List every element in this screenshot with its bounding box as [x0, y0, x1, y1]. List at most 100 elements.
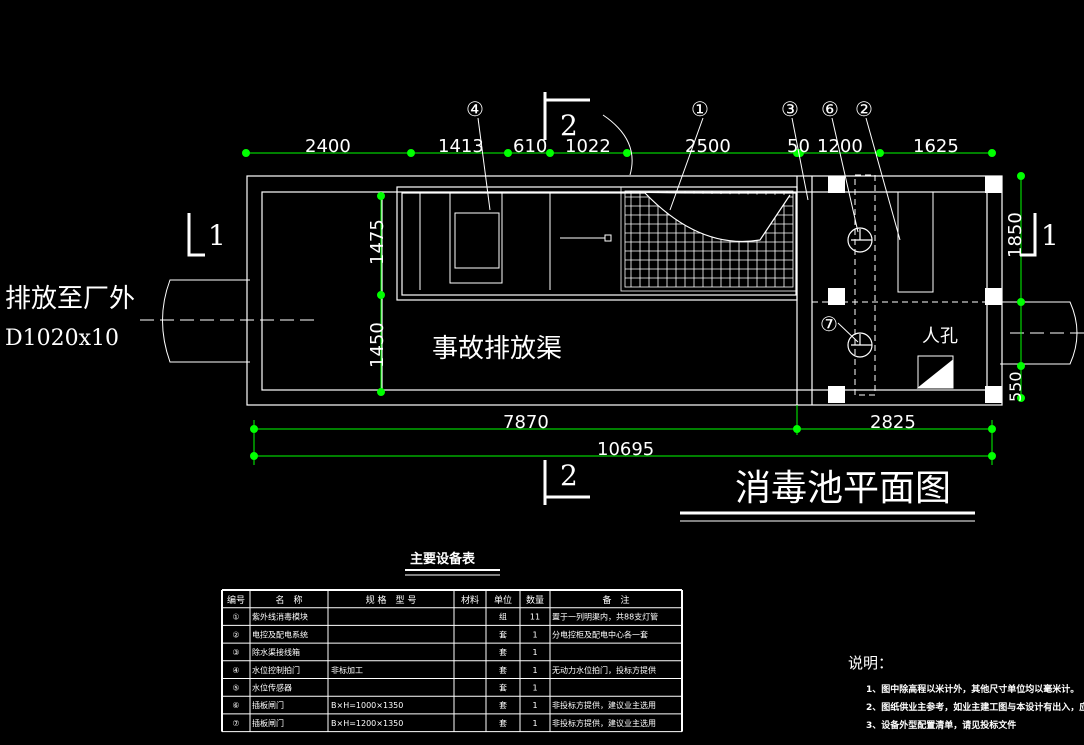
table-cell: ① [232, 613, 239, 622]
dim-bottom-0: 7870 [503, 412, 549, 433]
table-cell: 插板闸门 [252, 718, 284, 728]
dimension-dot [1017, 394, 1025, 402]
dim-top-1: 1413 [438, 136, 484, 157]
left-pipe [140, 279, 320, 363]
room-pillars [828, 176, 1002, 403]
table-cell: 11 [530, 613, 540, 622]
table-cell: 1 [532, 684, 537, 693]
dim-top-4: 2500 [685, 136, 731, 157]
dim-right-1: 550 [1006, 371, 1025, 402]
dimension-dot [407, 149, 415, 157]
table-header-cell: 材料 [461, 594, 479, 606]
table-title: 主要设备表 [410, 551, 476, 567]
table-header-cell: 数量 [526, 594, 544, 606]
table-header-cell: 单位 [494, 594, 512, 606]
dim-top-0: 2400 [305, 136, 351, 157]
dimension-dot [988, 149, 996, 157]
dim-top-6: 1200 [817, 136, 863, 157]
control-room [812, 174, 985, 396]
dim-bottom-1: 2825 [870, 412, 916, 433]
uv-module [620, 186, 798, 292]
pillar [985, 288, 1002, 305]
dimension-dot [242, 149, 250, 157]
section-2-bottom: 2 [560, 459, 578, 492]
table-cell: 分电控柜及配电中心各一套 [552, 629, 648, 639]
table-cell: 1 [532, 719, 537, 728]
title-underline [680, 511, 975, 522]
dim-left-0: 1475 [367, 219, 388, 265]
table-cell: 套 [499, 700, 507, 710]
drawing-title: 消毒池平面图 [735, 468, 951, 509]
dimension-dot [876, 149, 884, 157]
valve-7-icon [847, 332, 873, 358]
table-cell: 非投标方提供，建议业主选用 [552, 718, 656, 728]
section-markers [187, 92, 1037, 505]
basin-walls [246, 175, 1003, 406]
table-header-cell: 规 格 型 号 [366, 594, 417, 606]
table-cell: 套 [499, 629, 507, 639]
dimension-dot [377, 388, 385, 396]
pillar [985, 386, 1002, 403]
table-cell: 1 [532, 648, 537, 657]
table-cell: 组 [499, 612, 507, 622]
notes-heading: 说明： [848, 654, 893, 672]
section-2-top: 2 [560, 109, 578, 142]
table-cell: 除水渠接线箱 [252, 647, 300, 657]
table-cell: 水位传感器 [252, 683, 292, 693]
valve-6-icon [847, 227, 873, 253]
table-cell: B×H=1200×1350 [331, 719, 403, 728]
table-cell: 置于一列明渠内，共88支灯管 [552, 612, 658, 622]
pillar [828, 176, 845, 193]
table-cell: ④ [232, 666, 239, 675]
dimension-dot [1017, 298, 1025, 306]
dim-top-5: 50 [787, 136, 810, 157]
table-cell: 套 [499, 683, 507, 693]
dimension-dot [1017, 362, 1025, 370]
section-1-right: 1 [1041, 219, 1059, 252]
dim-total: 10695 [597, 439, 654, 460]
table-cell: ⑥ [232, 701, 239, 710]
dim-left-1: 1450 [367, 322, 388, 368]
right-pipe [1000, 301, 1084, 365]
dimension-dot [377, 192, 385, 200]
level-gate [419, 192, 612, 290]
callout-2: ② [855, 97, 873, 121]
table-cell: ③ [232, 648, 239, 657]
dim-top-3: 1022 [565, 136, 611, 157]
callout-leaders [477, 114, 901, 343]
table-cell: 电控及配电系统 [252, 629, 308, 639]
table-cell: 套 [499, 718, 507, 728]
table-cell: 插板闸门 [252, 700, 284, 710]
table-cell: B×H=1000×1350 [331, 701, 403, 710]
outlet-label: 排放至厂外 [5, 284, 135, 314]
note-3: 3、设备外型配置清单，请见投标文件 [866, 719, 1016, 731]
dimension-dot [1017, 172, 1025, 180]
table-cell: ② [232, 630, 239, 639]
table-header-cell: 备 注 [602, 594, 629, 606]
table-cell: 1 [532, 701, 537, 710]
dimension-dot [504, 149, 512, 157]
table-cell: 套 [499, 647, 507, 657]
dimension-dot [546, 149, 554, 157]
table-cell: 套 [499, 665, 507, 675]
section-1-left: 1 [208, 219, 226, 252]
callout-4: ④ [466, 97, 484, 121]
dimension-dot [377, 291, 385, 299]
table-title-underline [405, 569, 500, 576]
table-header-cell: 名 称 [275, 594, 302, 606]
dimension-dot [623, 149, 631, 157]
equipment-table [221, 589, 683, 733]
callout-1: ① [691, 97, 709, 121]
dim-top-7: 1625 [913, 136, 959, 157]
table-cell: 1 [532, 630, 537, 639]
callout-6: ⑥ [821, 97, 839, 121]
table-header-cell: 编号 [227, 594, 245, 606]
table-cell: 水位控制拍门 [252, 665, 300, 675]
table-cell: 紫外线消毒模块 [252, 612, 308, 622]
note-1: 1、图中除高程以米计外，其他尺寸单位均以毫米计。 [866, 683, 1079, 695]
table-cell: 1 [532, 666, 537, 675]
pillar [985, 176, 1002, 193]
table-cell: 无动力水位拍门，投标方提供 [552, 665, 656, 675]
table-cell: ⑦ [232, 719, 239, 728]
